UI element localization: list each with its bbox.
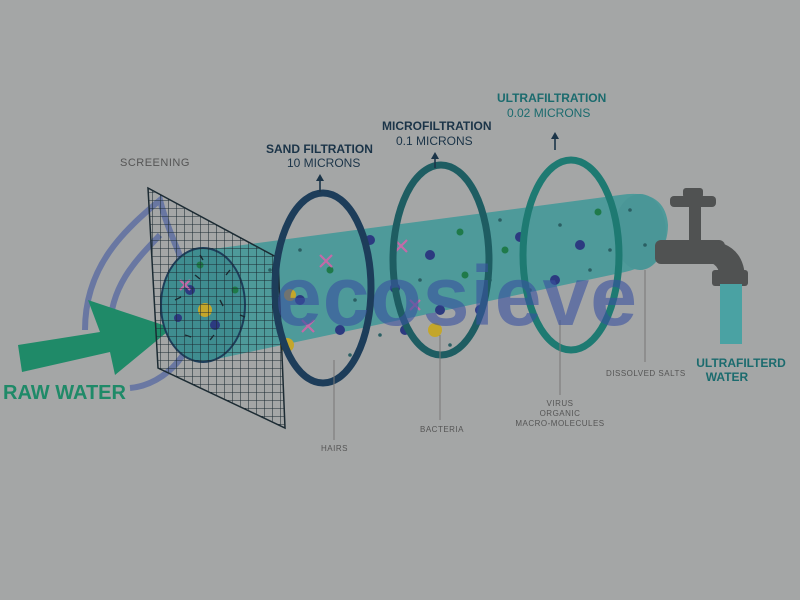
leader-lines (333, 270, 646, 440)
screening-mesh (147, 186, 286, 430)
dissolved-salts-label: DISSOLVED SALTS (606, 369, 686, 378)
sand-filtration-title: SAND FILTRATION (266, 142, 373, 156)
output-water-stream (720, 284, 742, 344)
ultra-filter-ring (519, 156, 623, 354)
raw-water-arrow (18, 300, 172, 375)
watermark-text: ecosieve (275, 249, 638, 343)
screening-label: SCREENING (120, 157, 190, 169)
output-label-line2: WATER (705, 370, 749, 384)
raw-water-label: RAW WATER (3, 382, 126, 404)
micro-filter-ring (389, 161, 493, 359)
microfiltration-title: MICROFILTRATION (382, 119, 492, 133)
output-label-line1: ULTRAFILTERD (696, 356, 786, 370)
hairs-label: HAIRS (321, 444, 348, 453)
sand-filtration-size: 10 MICRONS (287, 156, 361, 170)
virus-label-line3: MACRO-MOLECULES (515, 419, 605, 428)
virus-label-line2: ORGANIC (539, 409, 581, 418)
bacteria-label: BACTERIA (420, 425, 465, 434)
tap-icon (655, 188, 748, 286)
pointer-lines (316, 132, 559, 192)
virus-label-line1: VIRUS (546, 399, 574, 408)
microfiltration-size: 0.1 MICRONS (396, 134, 473, 148)
ultrafiltration-size: 0.02 MICRONS (507, 106, 591, 120)
ultrafiltration-title: ULTRAFILTRATION (497, 91, 607, 105)
sand-filter-ring (271, 189, 375, 387)
